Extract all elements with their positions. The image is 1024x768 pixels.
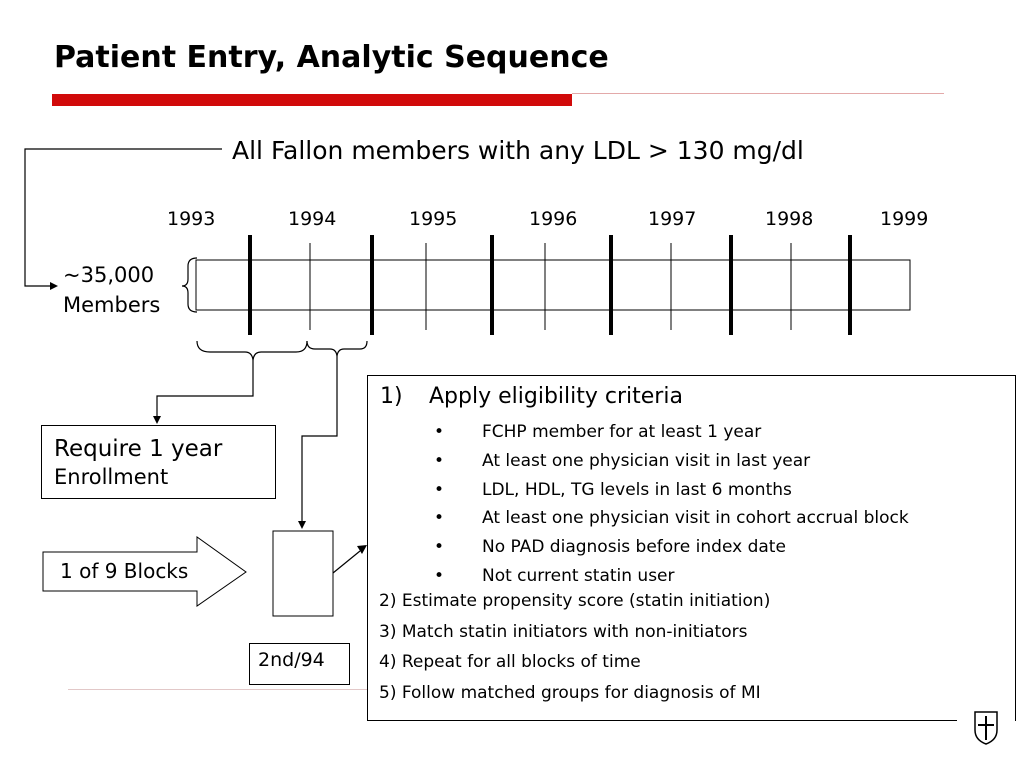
bullet-icon: • [434, 565, 445, 586]
analysis-step: 2) Estimate propensity score (statin ini… [379, 591, 771, 611]
timeline-bar [195, 259, 911, 311]
enrollment-connector [156, 360, 254, 416]
members-brace-icon [181, 257, 198, 313]
bullet-icon: • [434, 450, 445, 471]
block-arrow-shape [42, 536, 247, 607]
population-label: All Fallon members with any LDL > 130 mg… [232, 136, 804, 165]
enrollment-line-1: Require 1 year [54, 436, 223, 462]
enrollment-line-2: Enrollment [54, 465, 169, 489]
analysis-steps: 2) Estimate propensity score (statin ini… [379, 586, 770, 708]
year-label-1997: 1997 [648, 208, 697, 230]
criteria-step-1: 1) Apply eligibility criteria [380, 384, 683, 409]
block-rectangle [272, 530, 334, 617]
eligibility-item: •At least one physician visit in cohort … [434, 504, 909, 533]
analysis-step: 5) Follow matched groups for diagnosis o… [379, 682, 761, 703]
enrollment-arrowhead-icon [153, 416, 161, 424]
shield-logo-icon [957, 710, 1015, 746]
eligibility-item: •No PAD diagnosis before index date [434, 533, 909, 562]
members-word: Members [63, 293, 161, 317]
enrollment-brace-icon [196, 340, 308, 361]
bullet-icon: • [434, 422, 445, 442]
year-label-1999: 1999 [880, 208, 929, 230]
criteria-arrowhead-icon [357, 545, 367, 554]
bullet-icon: • [434, 537, 445, 558]
enrollment-box: Require 1 year Enrollment [41, 425, 276, 499]
eligibility-item: •At least one physician visit in last ye… [434, 447, 909, 476]
step-1-number: 1) [380, 384, 403, 409]
year-label-1995: 1995 [409, 208, 458, 230]
year-label-1993: 1993 [167, 208, 216, 230]
population-connector [24, 148, 222, 287]
members-count: ~35,000 [63, 263, 155, 287]
year-label-1994: 1994 [288, 208, 337, 230]
analysis-step: 3) Match statin initiators with non-init… [379, 621, 748, 642]
eligibility-item: •FCHP member for at least 1 year [434, 418, 909, 447]
step-1-label: Apply eligibility criteria [429, 384, 683, 409]
year-label-1996: 1996 [529, 208, 578, 230]
eligibility-item: •Not current statin user [434, 562, 909, 591]
title-rule [572, 93, 944, 94]
footer-rule [68, 689, 374, 690]
eligibility-list: •FCHP member for at least 1 year •At lea… [434, 418, 909, 591]
analysis-step: 4) Repeat for all blocks of time [379, 652, 641, 672]
title-accent-bar [52, 94, 572, 106]
block-arrowhead-icon [298, 521, 306, 529]
block-tag: 2nd/94 [249, 643, 350, 685]
population-arrowhead-icon [50, 282, 58, 290]
block-brace-icon [306, 340, 368, 357]
slide-title: Patient Entry, Analytic Sequence [54, 40, 609, 75]
block-to-criteria-connector [332, 550, 361, 574]
block-connector [301, 356, 338, 521]
criteria-box: 1) Apply eligibility criteria •FCHP membe… [367, 375, 1016, 721]
block-arrow-label: 1 of 9 Blocks [60, 559, 189, 583]
year-label-1998: 1998 [765, 208, 814, 230]
bullet-icon: • [434, 479, 445, 500]
members-label: ~35,000 Members [63, 260, 160, 320]
bullet-icon: • [434, 508, 445, 529]
eligibility-item: •LDL, HDL, TG levels in last 6 months [434, 476, 909, 505]
